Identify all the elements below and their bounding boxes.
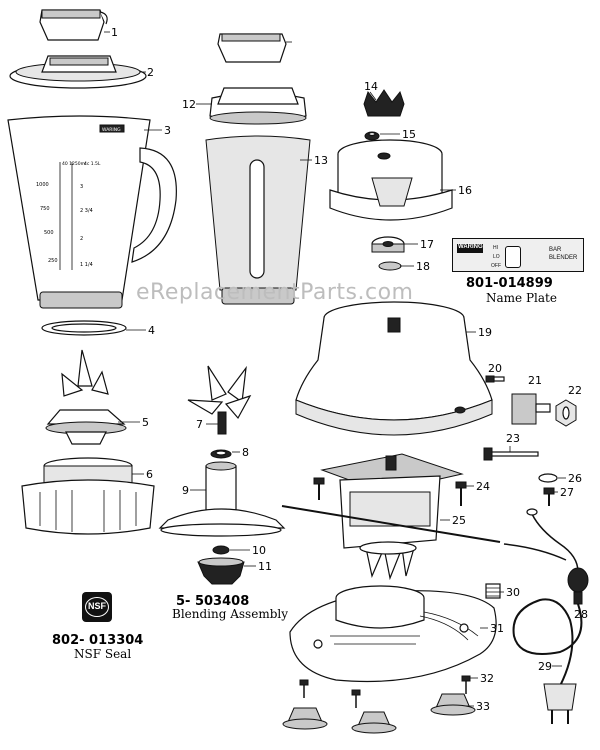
callout-25: 25 bbox=[452, 514, 466, 527]
jar-top-mark: 40 1250ml bbox=[62, 161, 86, 167]
nsf-seal-label: NSF Seal bbox=[74, 647, 132, 661]
part-5-blade bbox=[45, 349, 127, 445]
part-18-washer bbox=[378, 261, 402, 271]
waring-logo: WARING bbox=[457, 244, 483, 253]
callout-17: 17 bbox=[420, 238, 434, 251]
callout-9: 9 bbox=[182, 484, 189, 497]
part-19-base-housing bbox=[295, 301, 493, 436]
callout-20: 20 bbox=[488, 362, 502, 375]
callout-6: 6 bbox=[146, 468, 153, 481]
name-plate-brand: WARING bbox=[458, 244, 483, 250]
part-24-screw bbox=[455, 481, 467, 506]
name-plate-off: OFF bbox=[491, 263, 501, 269]
callout-3: 3 bbox=[164, 124, 171, 137]
jar-mark-left: 1000 bbox=[36, 182, 49, 188]
callout-30: 30 bbox=[506, 586, 520, 599]
callout-29: 29 bbox=[538, 660, 552, 673]
part-22-nut bbox=[555, 399, 577, 427]
callout-12: 12 bbox=[182, 98, 196, 111]
blending-assembly-part-number: 5- 503408 bbox=[176, 594, 250, 609]
part-9-base bbox=[158, 461, 286, 537]
callout-8: 8 bbox=[242, 446, 249, 459]
callout-10: 10 bbox=[252, 544, 266, 557]
callout-26: 26 bbox=[568, 472, 582, 485]
part-1-cap-right bbox=[217, 33, 287, 63]
jar-mark-left: 500 bbox=[44, 230, 54, 236]
part-32-screw bbox=[299, 675, 471, 708]
part-3-jar bbox=[7, 115, 177, 309]
callout-1: 1 bbox=[111, 26, 118, 39]
part-25-motor bbox=[281, 453, 501, 581]
part-10-nut bbox=[212, 545, 230, 555]
part-1-cap bbox=[39, 9, 108, 41]
part-8-washer bbox=[210, 449, 232, 459]
callout-23: 23 bbox=[506, 432, 520, 445]
blending-assembly-label: Blending Assembly bbox=[172, 607, 288, 621]
name-plate-label: Name Plate bbox=[486, 291, 557, 305]
part-7-blade bbox=[187, 365, 252, 435]
part-26-washer bbox=[538, 473, 558, 483]
part-15-washer bbox=[364, 131, 380, 141]
part-11-retainer bbox=[197, 557, 245, 585]
callout-16: 16 bbox=[458, 184, 472, 197]
callout-24: 24 bbox=[476, 480, 490, 493]
name-plate-switch-icon bbox=[505, 246, 521, 268]
nsf-seal-part-number: 802- 013304 bbox=[52, 633, 144, 648]
part-17-nut bbox=[371, 236, 405, 253]
part-33-feet bbox=[282, 693, 476, 734]
jar-mark-left: 750 bbox=[40, 206, 50, 212]
part-6-collar bbox=[21, 457, 155, 535]
jar-mark-right: 1 1/4 bbox=[80, 262, 93, 268]
nsf-logo-text: NSF bbox=[88, 601, 106, 611]
callout-13: 13 bbox=[314, 154, 328, 167]
name-plate-right-text-1: BAR bbox=[549, 247, 562, 253]
part-21-switch bbox=[511, 393, 551, 425]
name-plate-part-number: 801-014899 bbox=[466, 276, 553, 291]
part-24-screw-left bbox=[313, 477, 325, 500]
callout-19: 19 bbox=[478, 326, 492, 339]
part-30-terminal bbox=[485, 583, 501, 599]
part-4-gasket bbox=[41, 320, 127, 336]
callout-14: 14 bbox=[364, 80, 378, 93]
part-12-lid bbox=[209, 87, 307, 125]
callout-5: 5 bbox=[142, 416, 149, 429]
callout-21: 21 bbox=[528, 374, 542, 387]
jar-mark-right: 2 3/4 bbox=[80, 208, 93, 214]
callout-2: 2 bbox=[147, 66, 154, 79]
callout-31: 31 bbox=[490, 622, 504, 635]
callout-22: 22 bbox=[568, 384, 582, 397]
jar-mark-left: 250 bbox=[48, 258, 58, 264]
callout-33: 33 bbox=[476, 700, 490, 713]
callout-32: 32 bbox=[480, 672, 494, 685]
part-28-cord bbox=[503, 508, 589, 605]
jar-mark-right: 3 bbox=[80, 184, 83, 190]
callout-28: 28 bbox=[574, 608, 588, 621]
jar-brand-label: WARING bbox=[102, 127, 121, 133]
watermark-text: eReplacementParts.com bbox=[136, 280, 414, 305]
part-31-base-plate bbox=[289, 585, 497, 683]
jar-mark-right: 2 bbox=[80, 236, 83, 242]
leader-lines bbox=[104, 31, 566, 707]
part-27-screw bbox=[543, 487, 555, 506]
part-2-lid bbox=[9, 55, 147, 89]
name-plate-hi: HI bbox=[493, 245, 498, 251]
part-23-cable-tie bbox=[483, 447, 539, 461]
name-plate-lo: LO bbox=[493, 254, 500, 260]
nsf-seal-icon: NSF bbox=[82, 592, 112, 622]
callout-27: 27 bbox=[560, 486, 574, 499]
callout-18: 18 bbox=[416, 260, 430, 273]
callout-15: 15 bbox=[402, 128, 416, 141]
name-plate-right-text-2: BLENDER bbox=[549, 255, 578, 261]
part-13-container bbox=[205, 135, 311, 305]
part-20-screw bbox=[485, 375, 505, 383]
callout-11: 11 bbox=[258, 560, 272, 573]
part-14-coupling bbox=[363, 89, 405, 117]
callout-7: 7 bbox=[196, 418, 203, 431]
jar-top-right-mark: 4c 1.5L bbox=[84, 161, 101, 167]
callout-4: 4 bbox=[148, 324, 155, 337]
part-29-plug bbox=[512, 598, 583, 724]
part-16-top-housing bbox=[329, 139, 453, 221]
name-plate-graphic: WARING HI LO OFF BAR BLENDER bbox=[452, 238, 584, 272]
